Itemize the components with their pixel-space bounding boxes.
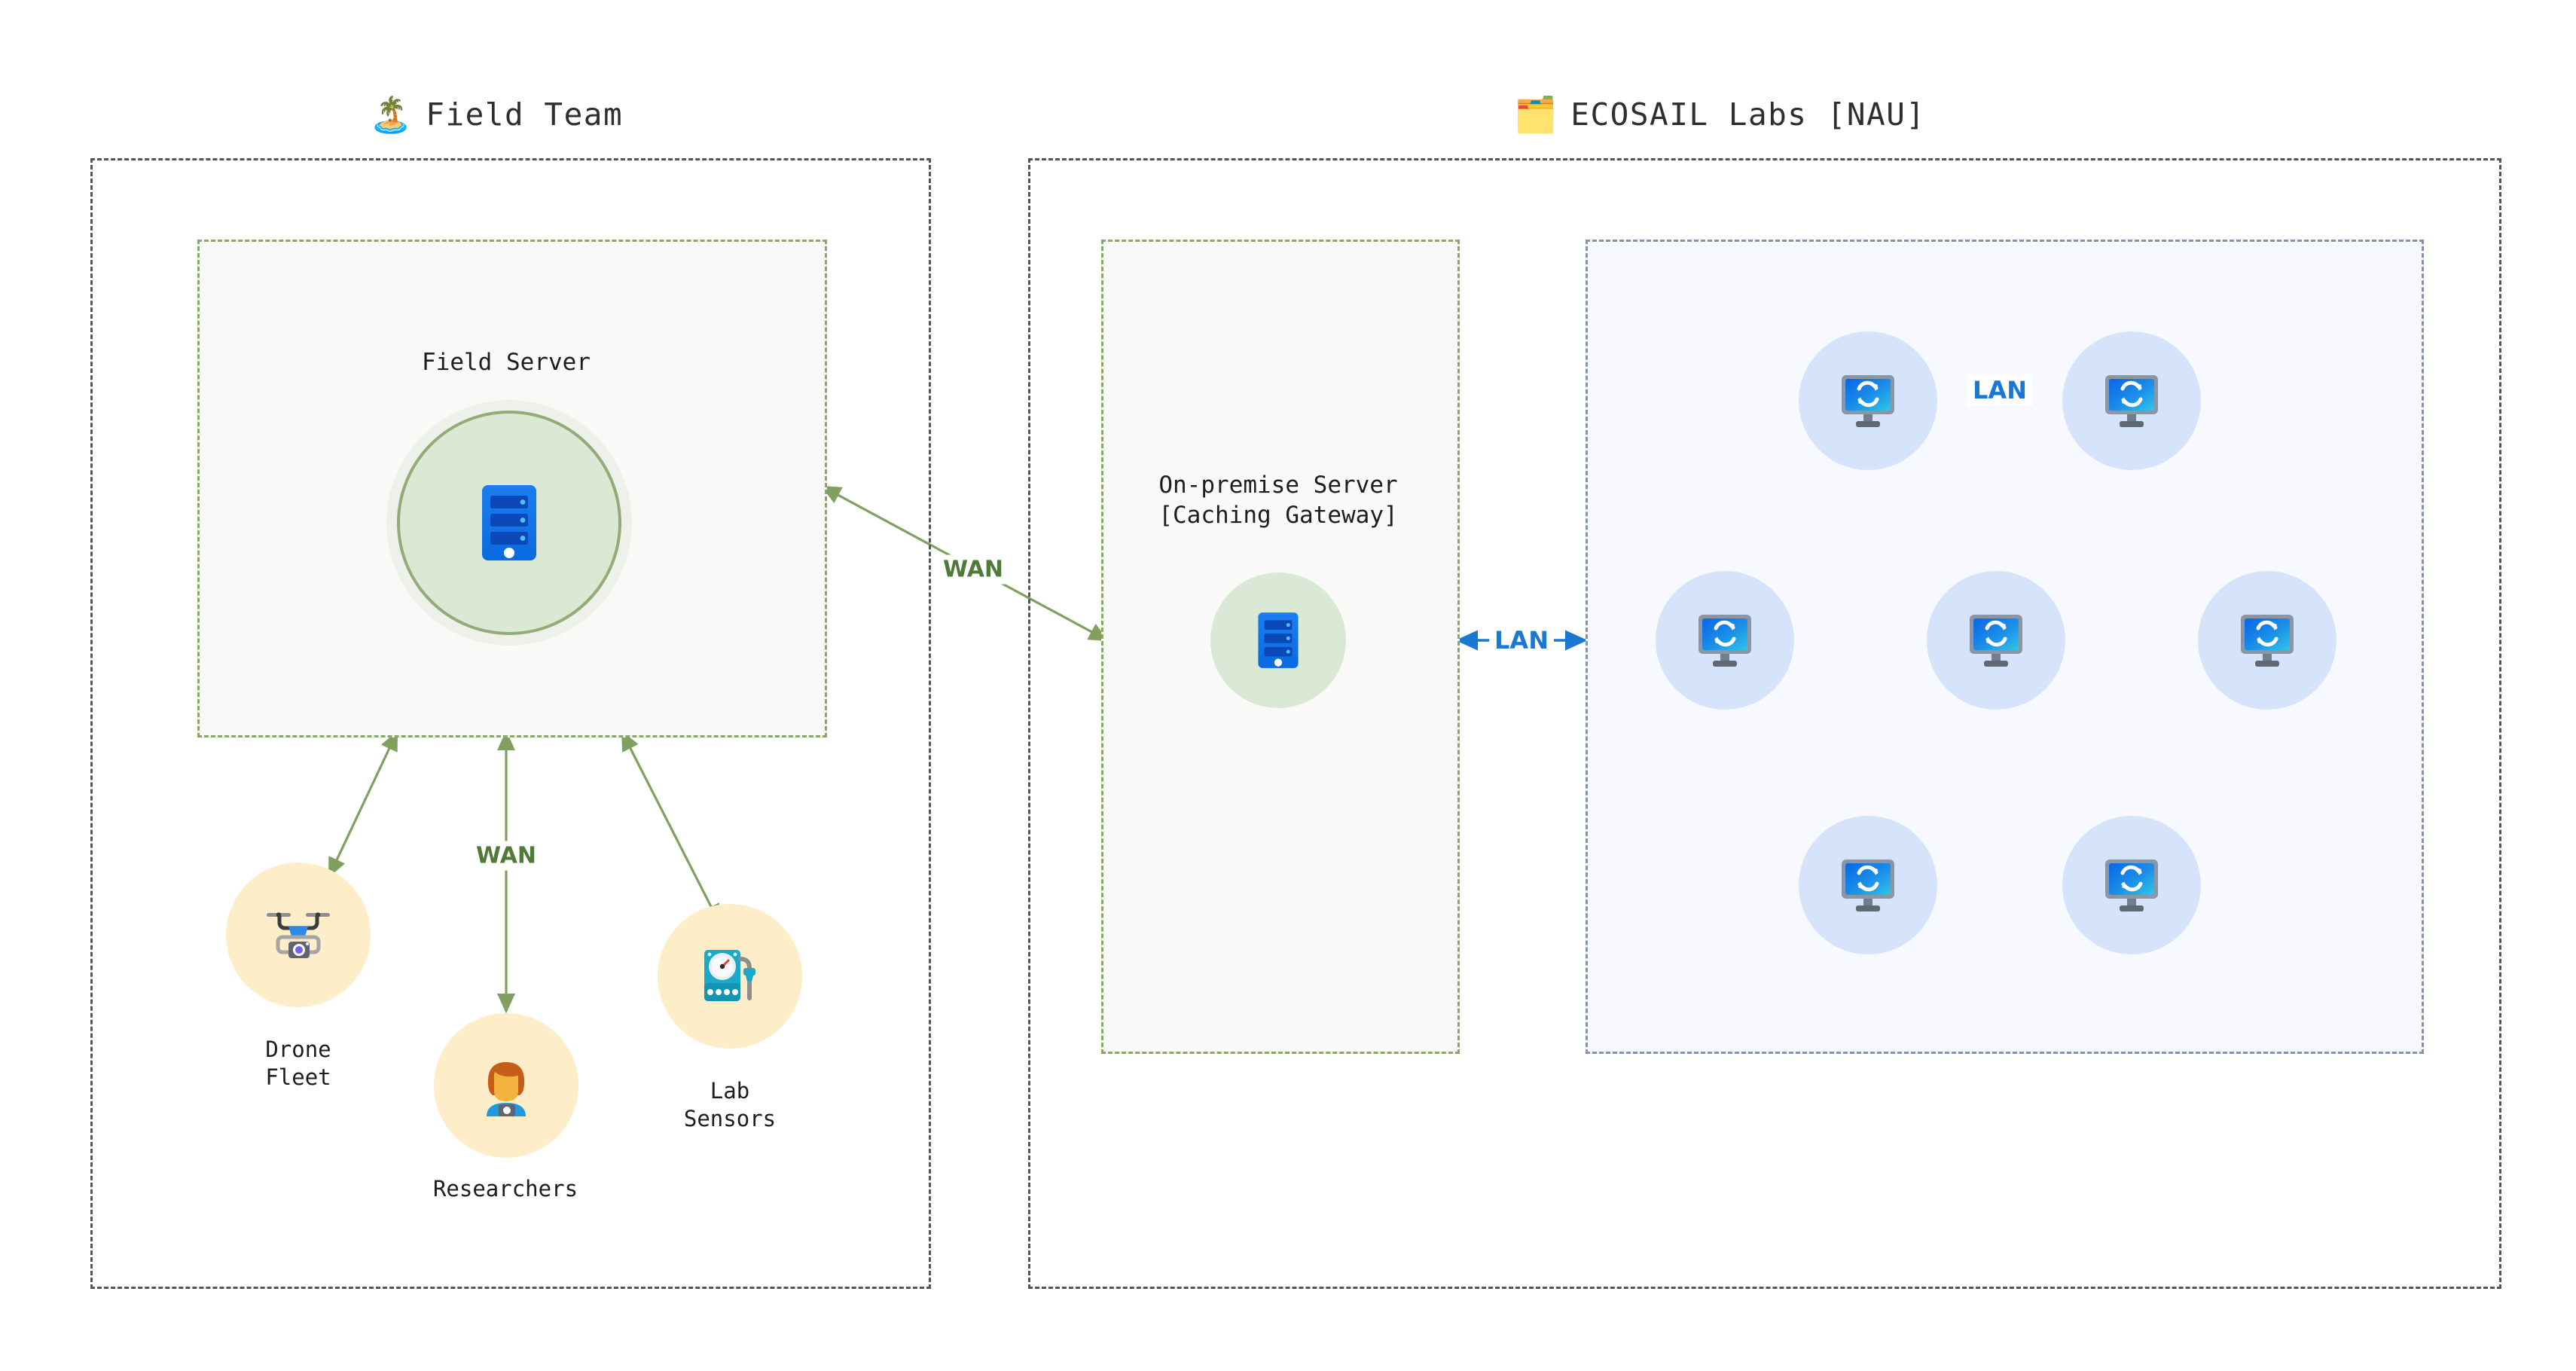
node-label-researchers: Researchers bbox=[432, 1176, 578, 1202]
palm-trees-icon: 🏝️ bbox=[369, 94, 413, 135]
zone-title-field-team: Field Team bbox=[426, 96, 624, 133]
compute-sync-icon bbox=[2105, 860, 2158, 911]
edge-label-lan-gateway: LAN bbox=[1489, 624, 1554, 656]
drone-icon bbox=[267, 912, 330, 958]
zone-title-ecosail-labs: ECOSAIL Labs [NAU] bbox=[1570, 96, 1926, 133]
compute-sync-icon bbox=[1699, 615, 1751, 667]
zone-box-field-team bbox=[90, 158, 931, 1289]
node-lab-sensors bbox=[658, 904, 802, 1049]
zone-box-ecosail-labs bbox=[1028, 158, 2501, 1289]
node-compute-5 bbox=[2198, 571, 2336, 710]
edge-label-lan-cluster: LAN bbox=[1967, 374, 2032, 406]
node-label-lab-sensors: Lab Sensors bbox=[683, 1078, 777, 1132]
node-label-onprem-server: On-premise Server [Caching Gateway] bbox=[1158, 472, 1398, 529]
zone-header-field-team: 🏝️ Field Team bbox=[369, 96, 623, 133]
edge-label-wan-cross: WAN bbox=[937, 554, 1009, 585]
compute-sync-icon bbox=[1842, 860, 1894, 911]
node-onprem-server bbox=[1210, 573, 1346, 708]
edge-label-wan-devices: WAN bbox=[470, 841, 542, 871]
zone-header-ecosail-labs: 🗂️ ECOSAIL Labs [NAU] bbox=[1514, 96, 1926, 133]
node-compute-6 bbox=[1799, 816, 1937, 954]
server-icon bbox=[1258, 612, 1299, 668]
node-compute-2 bbox=[2062, 331, 2201, 470]
node-compute-1 bbox=[1799, 331, 1937, 470]
node-researchers bbox=[434, 1013, 578, 1158]
lab-folder-icon: 🗂️ bbox=[1514, 94, 1558, 135]
sensor-gauge-icon bbox=[704, 950, 755, 1001]
server-icon bbox=[482, 485, 536, 560]
compute-sync-icon bbox=[1970, 615, 2022, 667]
node-label-drone-fleet: Drone Fleet bbox=[265, 1037, 331, 1091]
researcher-icon bbox=[487, 1062, 526, 1116]
node-field-server bbox=[397, 411, 621, 635]
compute-sync-icon bbox=[2241, 615, 2294, 667]
node-compute-4 bbox=[1927, 571, 2065, 710]
node-compute-7 bbox=[2062, 816, 2201, 954]
node-compute-3 bbox=[1656, 571, 1794, 710]
node-label-field-server: Field Server bbox=[422, 349, 591, 376]
node-drone-fleet bbox=[226, 863, 371, 1007]
compute-sync-icon bbox=[2105, 375, 2158, 427]
compute-sync-icon bbox=[1842, 375, 1894, 427]
